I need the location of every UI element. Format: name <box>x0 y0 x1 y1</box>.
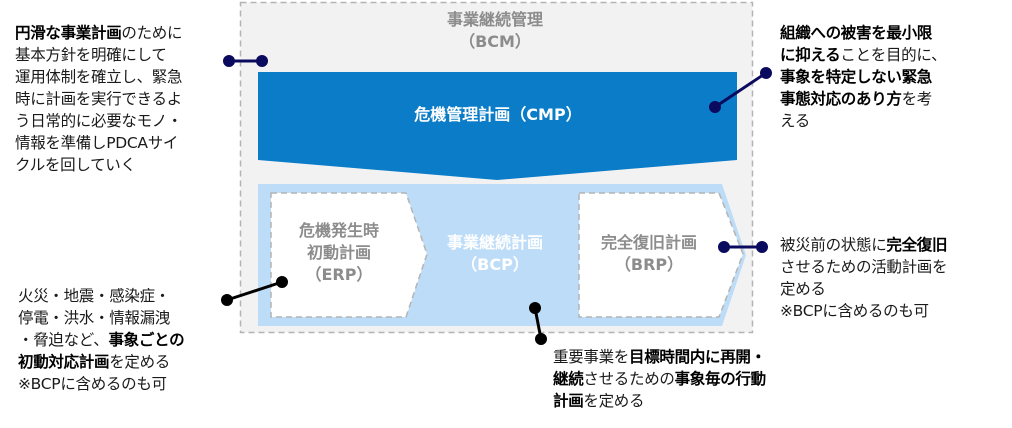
note-text-bold: 計画 <box>553 392 584 410</box>
bcp-label-line1: 事業継続計画 <box>446 233 543 252</box>
note-text: ことを目的に、 <box>840 46 947 64</box>
note-line: 運用体制を確立し、緊急 <box>15 66 183 88</box>
note-line: 定める <box>780 278 947 300</box>
note-text: 重要事業を <box>553 348 630 366</box>
note-text: を定める <box>583 392 645 410</box>
note-line: 事態対応のあり方を考 <box>780 88 946 110</box>
note-text-bold: 目標時間内に再開・ <box>629 348 766 366</box>
note-text: ※BCPに含めるのも可 <box>18 375 167 393</box>
note-text: える <box>780 112 810 130</box>
note-text-bold: 事態対応のあり方 <box>780 90 902 108</box>
brp-shape <box>578 192 744 318</box>
note-text: 情報を準備しPDCAサイ <box>15 134 179 152</box>
note-line: 基本方針を明確にして <box>15 44 182 66</box>
note-line: 時に計画を実行できるよ <box>15 88 182 110</box>
cmp-label: 危機管理計画（CMP） <box>414 105 582 124</box>
connector-brp <box>718 241 768 253</box>
note-line: に抑えることを目的に、 <box>780 44 947 66</box>
note-line: 円滑な事業計画のために <box>15 22 183 44</box>
note-cmp: 組織への被害を最小限に抑えることを目的に、事象を特定しない緊急事態対応のあり方を… <box>780 22 947 132</box>
note-line: させるための活動計画を <box>780 256 948 278</box>
note-line: 組織への被害を最小限 <box>780 22 946 44</box>
bcm-title-line1: 事業継続管理 <box>446 10 543 29</box>
note-line: クルを回していく <box>15 154 182 176</box>
note-line: える <box>780 110 946 132</box>
note-text: 運用体制を確立し、緊急 <box>15 68 183 86</box>
note-line: 情報を準備しPDCAサイ <box>15 132 182 154</box>
note-text: 停電・洪水・情報漏洩 <box>18 309 171 327</box>
note-text: ・脅迫など、 <box>18 331 109 349</box>
note-line: 火災・地震・感染症・ <box>18 285 184 307</box>
note-text: 時に計画を実行できるよ <box>15 90 182 108</box>
note-text-bold: 初動対応計画 <box>18 353 110 371</box>
erp-label-line1: 危機発生時 <box>298 221 379 240</box>
note-brp: 被災前の状態に完全復旧させるための活動計画を定める ※BCPに含めるのも可 <box>780 234 948 322</box>
note-line: ※BCPに含めるのも可 <box>18 373 184 395</box>
erp-label-line3: （ERP） <box>305 265 373 284</box>
note-line: 停電・洪水・情報漏洩 <box>18 307 184 329</box>
note-text: のために <box>121 24 183 42</box>
brp-label-line1: 完全復旧計画 <box>600 233 697 252</box>
note-bcp: 重要事業を目標時間内に再開・継続させるための事象毎の行動計画を定める <box>553 346 766 412</box>
note-line: う日常的に必要なモノ・ <box>15 110 183 132</box>
brp-label: 完全復旧計画 （BRP） <box>579 232 719 276</box>
note-text: 基本方針を明確にして <box>15 46 167 64</box>
note-text-bold: 事象を特定しない緊急 <box>780 68 933 86</box>
connector-erp <box>221 276 288 306</box>
note-text: ※BCPに含めるのも可 <box>780 302 929 320</box>
note-text-bold: 完全復旧 <box>886 236 948 254</box>
brp-label-line2: （BRP） <box>614 255 684 274</box>
note-text: させるための <box>583 370 675 388</box>
erp-shape <box>270 192 428 318</box>
note-text: 火災・地震・感染症・ <box>18 287 171 305</box>
note-line: 重要事業を目標時間内に再開・ <box>553 346 766 368</box>
bcm-title: 事業継続管理 （BCM） <box>395 9 595 53</box>
note-text-bold: 事象毎の行動 <box>674 370 767 388</box>
note-text: 定める <box>780 280 826 298</box>
note-erp: 火災・地震・感染症・停電・洪水・情報漏洩・脅迫など、事象ごとの初動対応計画を定め… <box>18 285 185 395</box>
connector-bcm <box>223 55 268 67</box>
note-text: クルを回していく <box>15 156 136 174</box>
erp-label: 危機発生時 初動計画 （ERP） <box>271 220 407 286</box>
note-text-bold: に抑える <box>780 46 841 64</box>
note-bcm: 円滑な事業計画のために基本方針を明確にして運用体制を確立し、緊急時に計画を実行で… <box>15 22 183 176</box>
note-line: 被災前の状態に完全復旧 <box>780 234 948 256</box>
note-text: う日常的に必要なモノ・ <box>15 112 183 130</box>
note-text-bold: 円滑な事業計画 <box>15 24 122 42</box>
note-line: ※BCPに含めるのも可 <box>780 300 947 322</box>
bcp-label: 事業継続計画 （BCP） <box>425 232 565 276</box>
note-text-bold: 事象ごとの <box>108 331 185 349</box>
cmp-shape <box>258 72 737 180</box>
bcp-label-line2: （BCP） <box>461 255 529 274</box>
note-line: 継続させるための事象毎の行動 <box>553 368 766 390</box>
bcm-title-line2: （BCM） <box>459 32 531 51</box>
erp-label-line2: 初動計画 <box>306 243 371 262</box>
note-text: を定める <box>109 353 171 371</box>
note-text: させるための活動計画を <box>780 258 948 276</box>
note-line: ・脅迫など、事象ごとの <box>18 329 185 351</box>
note-text-bold: 継続 <box>553 370 584 388</box>
note-line: 計画を定める <box>553 390 766 412</box>
note-text-bold: 組織への被害を最小限 <box>780 24 933 42</box>
note-line: 事象を特定しない緊急 <box>780 66 946 88</box>
note-text: 被災前の状態に <box>780 236 887 254</box>
note-line: 初動対応計画を定める <box>18 351 184 373</box>
connector-cmp <box>709 67 772 113</box>
note-text: を考 <box>901 90 933 108</box>
connector-bcp <box>529 302 547 345</box>
